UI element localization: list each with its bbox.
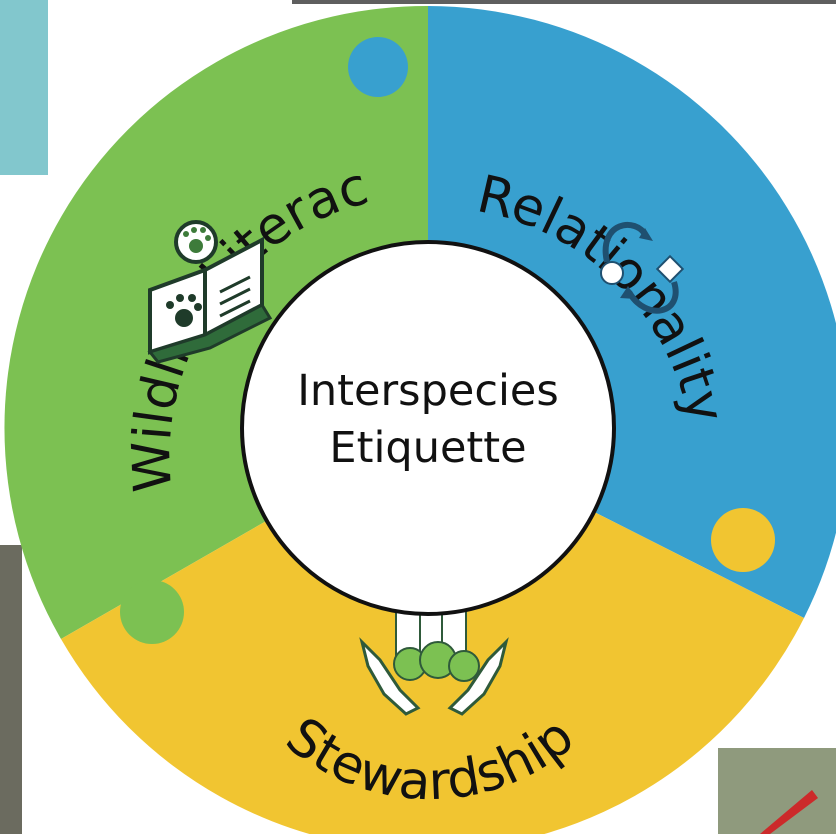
puzzle-knob-right bbox=[711, 508, 775, 572]
center-title-line1: Interspecies bbox=[297, 366, 559, 416]
puzzle-knob-top bbox=[348, 37, 408, 97]
left-photo-fragment bbox=[0, 545, 22, 834]
center-title-line2: Etiquette bbox=[329, 423, 526, 473]
teal-panel-fragment bbox=[0, 0, 48, 175]
center-circle bbox=[240, 240, 616, 616]
cycle-arrows-icon bbox=[600, 221, 685, 314]
red-mark-fragment bbox=[760, 790, 818, 834]
top-edge-fragment bbox=[292, 0, 836, 4]
hands-city-icon bbox=[359, 593, 509, 716]
puzzle-knob-left bbox=[120, 580, 184, 644]
open-book-paw-icon bbox=[147, 220, 273, 364]
